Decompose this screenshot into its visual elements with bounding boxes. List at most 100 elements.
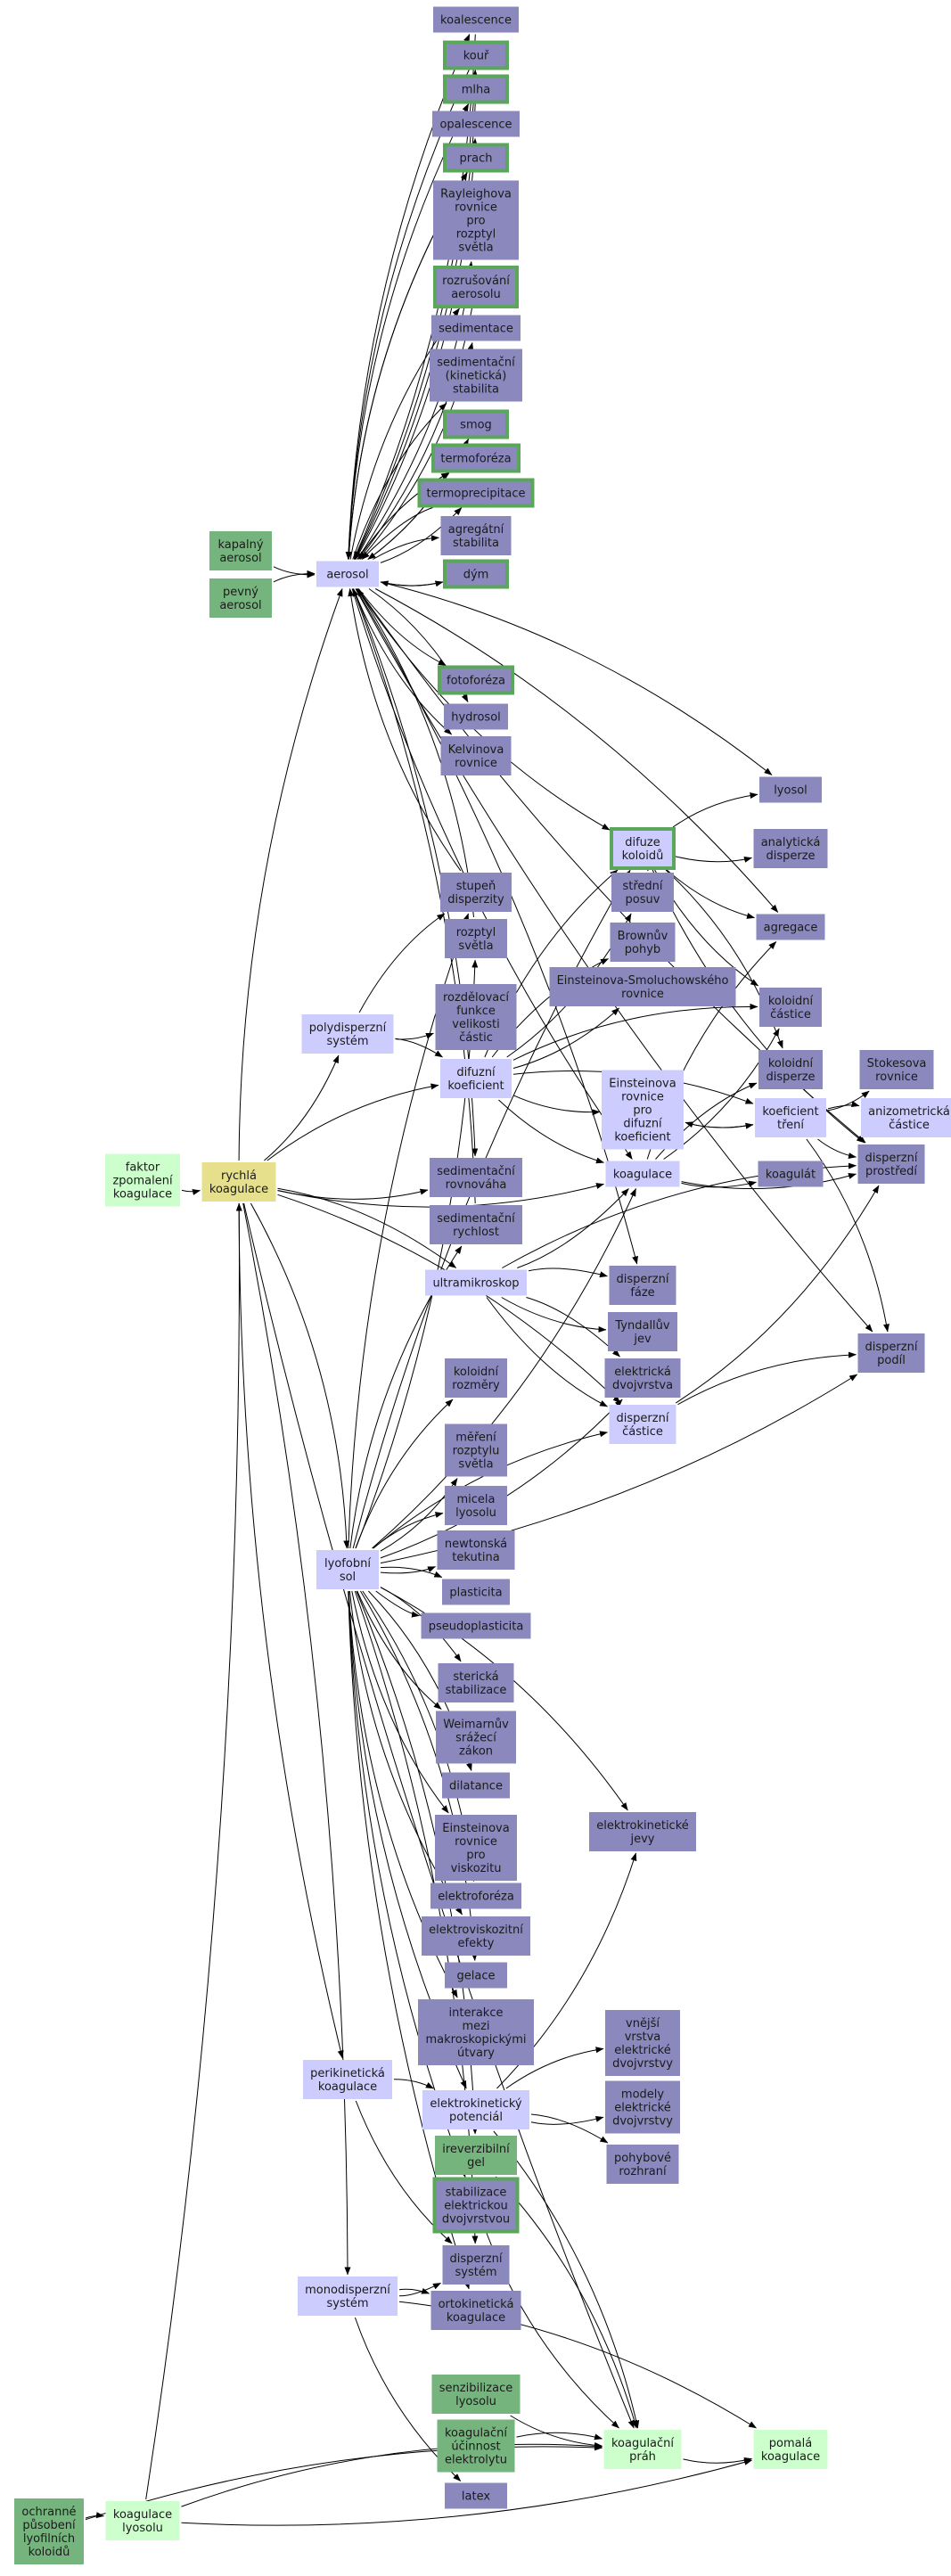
edge-difuzekol-to-agregace: [666, 869, 755, 919]
edge-koeftreni-to-anizo: [827, 1101, 860, 1110]
node-layer: koalescencekouřmlhaopalescenceprachRayle…: [14, 6, 951, 2564]
node-box: [422, 2090, 529, 2129]
edge-elektrokinpot-to-modely: [530, 2116, 604, 2125]
edge-termoprecip-to-aerosol: [361, 507, 433, 560]
node-label: plasticita: [449, 1587, 502, 1600]
node-label-line: pro: [466, 215, 485, 228]
node-label: latex: [462, 2490, 490, 2504]
node-label-line: částice: [622, 1425, 663, 1439]
node-mlha: mlha: [443, 74, 509, 104]
edge-rychla-to-polydisp: [264, 1054, 340, 1161]
node-koagulat: koagulát: [758, 1161, 824, 1187]
node-label-line: sedimentační: [437, 1165, 515, 1178]
edge-rychla-to-monodisp: [242, 1202, 351, 2276]
node-termoprecip: termoprecipitace: [417, 478, 535, 508]
node-label-line: elektrokinetické: [596, 1819, 689, 1833]
node-box: [589, 1812, 696, 1851]
node-label-line: koloidní: [768, 995, 814, 1008]
node-label-line: systém: [327, 1035, 369, 1048]
edge-rychla-to-koagprah: [243, 1202, 635, 2429]
edge-difkoef-to-einsmol: [512, 1007, 620, 1069]
edge-rychla-to-lyofobni: [250, 1202, 350, 1549]
edge-dispcast-to-dispprostr: [675, 1185, 880, 1404]
node-label-line: rovnice: [875, 1071, 918, 1084]
node-label-line: makroskopickými: [425, 2033, 526, 2047]
node-box: [430, 1205, 522, 1244]
edge-lyofobni-to-einsvisk: [351, 1590, 449, 1814]
node-box: [435, 1815, 517, 1881]
node-label-line: světla: [458, 1458, 493, 1472]
node-label-line: dým: [463, 569, 489, 582]
node-box: [437, 1530, 515, 1570]
node-box: [605, 2010, 680, 2076]
edge-koaglyos-to-rychla: [145, 1202, 242, 2500]
node-box: [602, 1070, 684, 1150]
edge-monodisp-to-dispsys: [398, 2282, 441, 2297]
node-box: [604, 1358, 681, 1398]
node-box: [440, 873, 512, 912]
node-label: prach: [460, 152, 493, 166]
node-box: [432, 111, 520, 137]
node-box: [753, 2430, 828, 2469]
node-label-line: disperzní: [617, 1412, 669, 1425]
edge-ochranne-to-koagprah: [85, 2444, 603, 2521]
edge-koagucinn-to-koagprah: [516, 2432, 603, 2441]
node-label-line: hydrosol: [451, 711, 501, 725]
node-box: [440, 736, 512, 775]
edge-sedrych-to-aerosol: [352, 588, 476, 1204]
node-label-line: velikosti: [452, 1018, 499, 1031]
node-dilatance: dilatance: [442, 1772, 510, 1799]
edge-aerosol-to-agregace: [374, 588, 779, 913]
node-label-line: anizometrická: [868, 1105, 950, 1119]
node-pseudoplast: pseudoplasticita: [421, 1612, 531, 1639]
node-label-line: disperze: [766, 849, 815, 863]
edge-rozptyl-to-aerosol: [357, 588, 474, 918]
node-label-line: koagulace: [318, 2080, 377, 2094]
node-label-line: koagulace: [113, 2508, 172, 2522]
edge-polydisp-to-rozdel: [395, 1032, 434, 1040]
node-box: [758, 1161, 824, 1187]
node-opalescence: opalescence: [432, 111, 520, 137]
node-box: [605, 1161, 680, 1187]
edge-aerosol-to-koalescence: [348, 34, 471, 560]
node-label-line: koloidů: [622, 849, 664, 863]
node-label-line: vnější: [626, 2017, 660, 2030]
edge-ochranne-to-koaglyos: [85, 2512, 104, 2519]
edge-irevgel-to-koagprah: [496, 2176, 638, 2429]
node-label-line: aerosol: [219, 552, 261, 565]
node-hydrosol: hydrosol: [444, 703, 508, 730]
node-box: [759, 988, 822, 1027]
node-label-line: střední: [622, 880, 662, 893]
node-box: [422, 1916, 530, 1956]
node-box: [298, 2277, 398, 2316]
node-gelace: gelace: [445, 1962, 507, 1989]
edge-koagulace-to-dispprostr: [681, 1173, 857, 1190]
edge-elektrokinpot-to-pohyb: [530, 2113, 609, 2144]
edge-lyofobni-to-elektrdvoj: [380, 1399, 623, 1559]
node-label-line: srážecí: [455, 1732, 496, 1745]
node-label-line: jev: [633, 1333, 652, 1346]
node-label-line: systém: [327, 2297, 369, 2310]
node-label-line: stabilizace: [446, 1684, 507, 1697]
